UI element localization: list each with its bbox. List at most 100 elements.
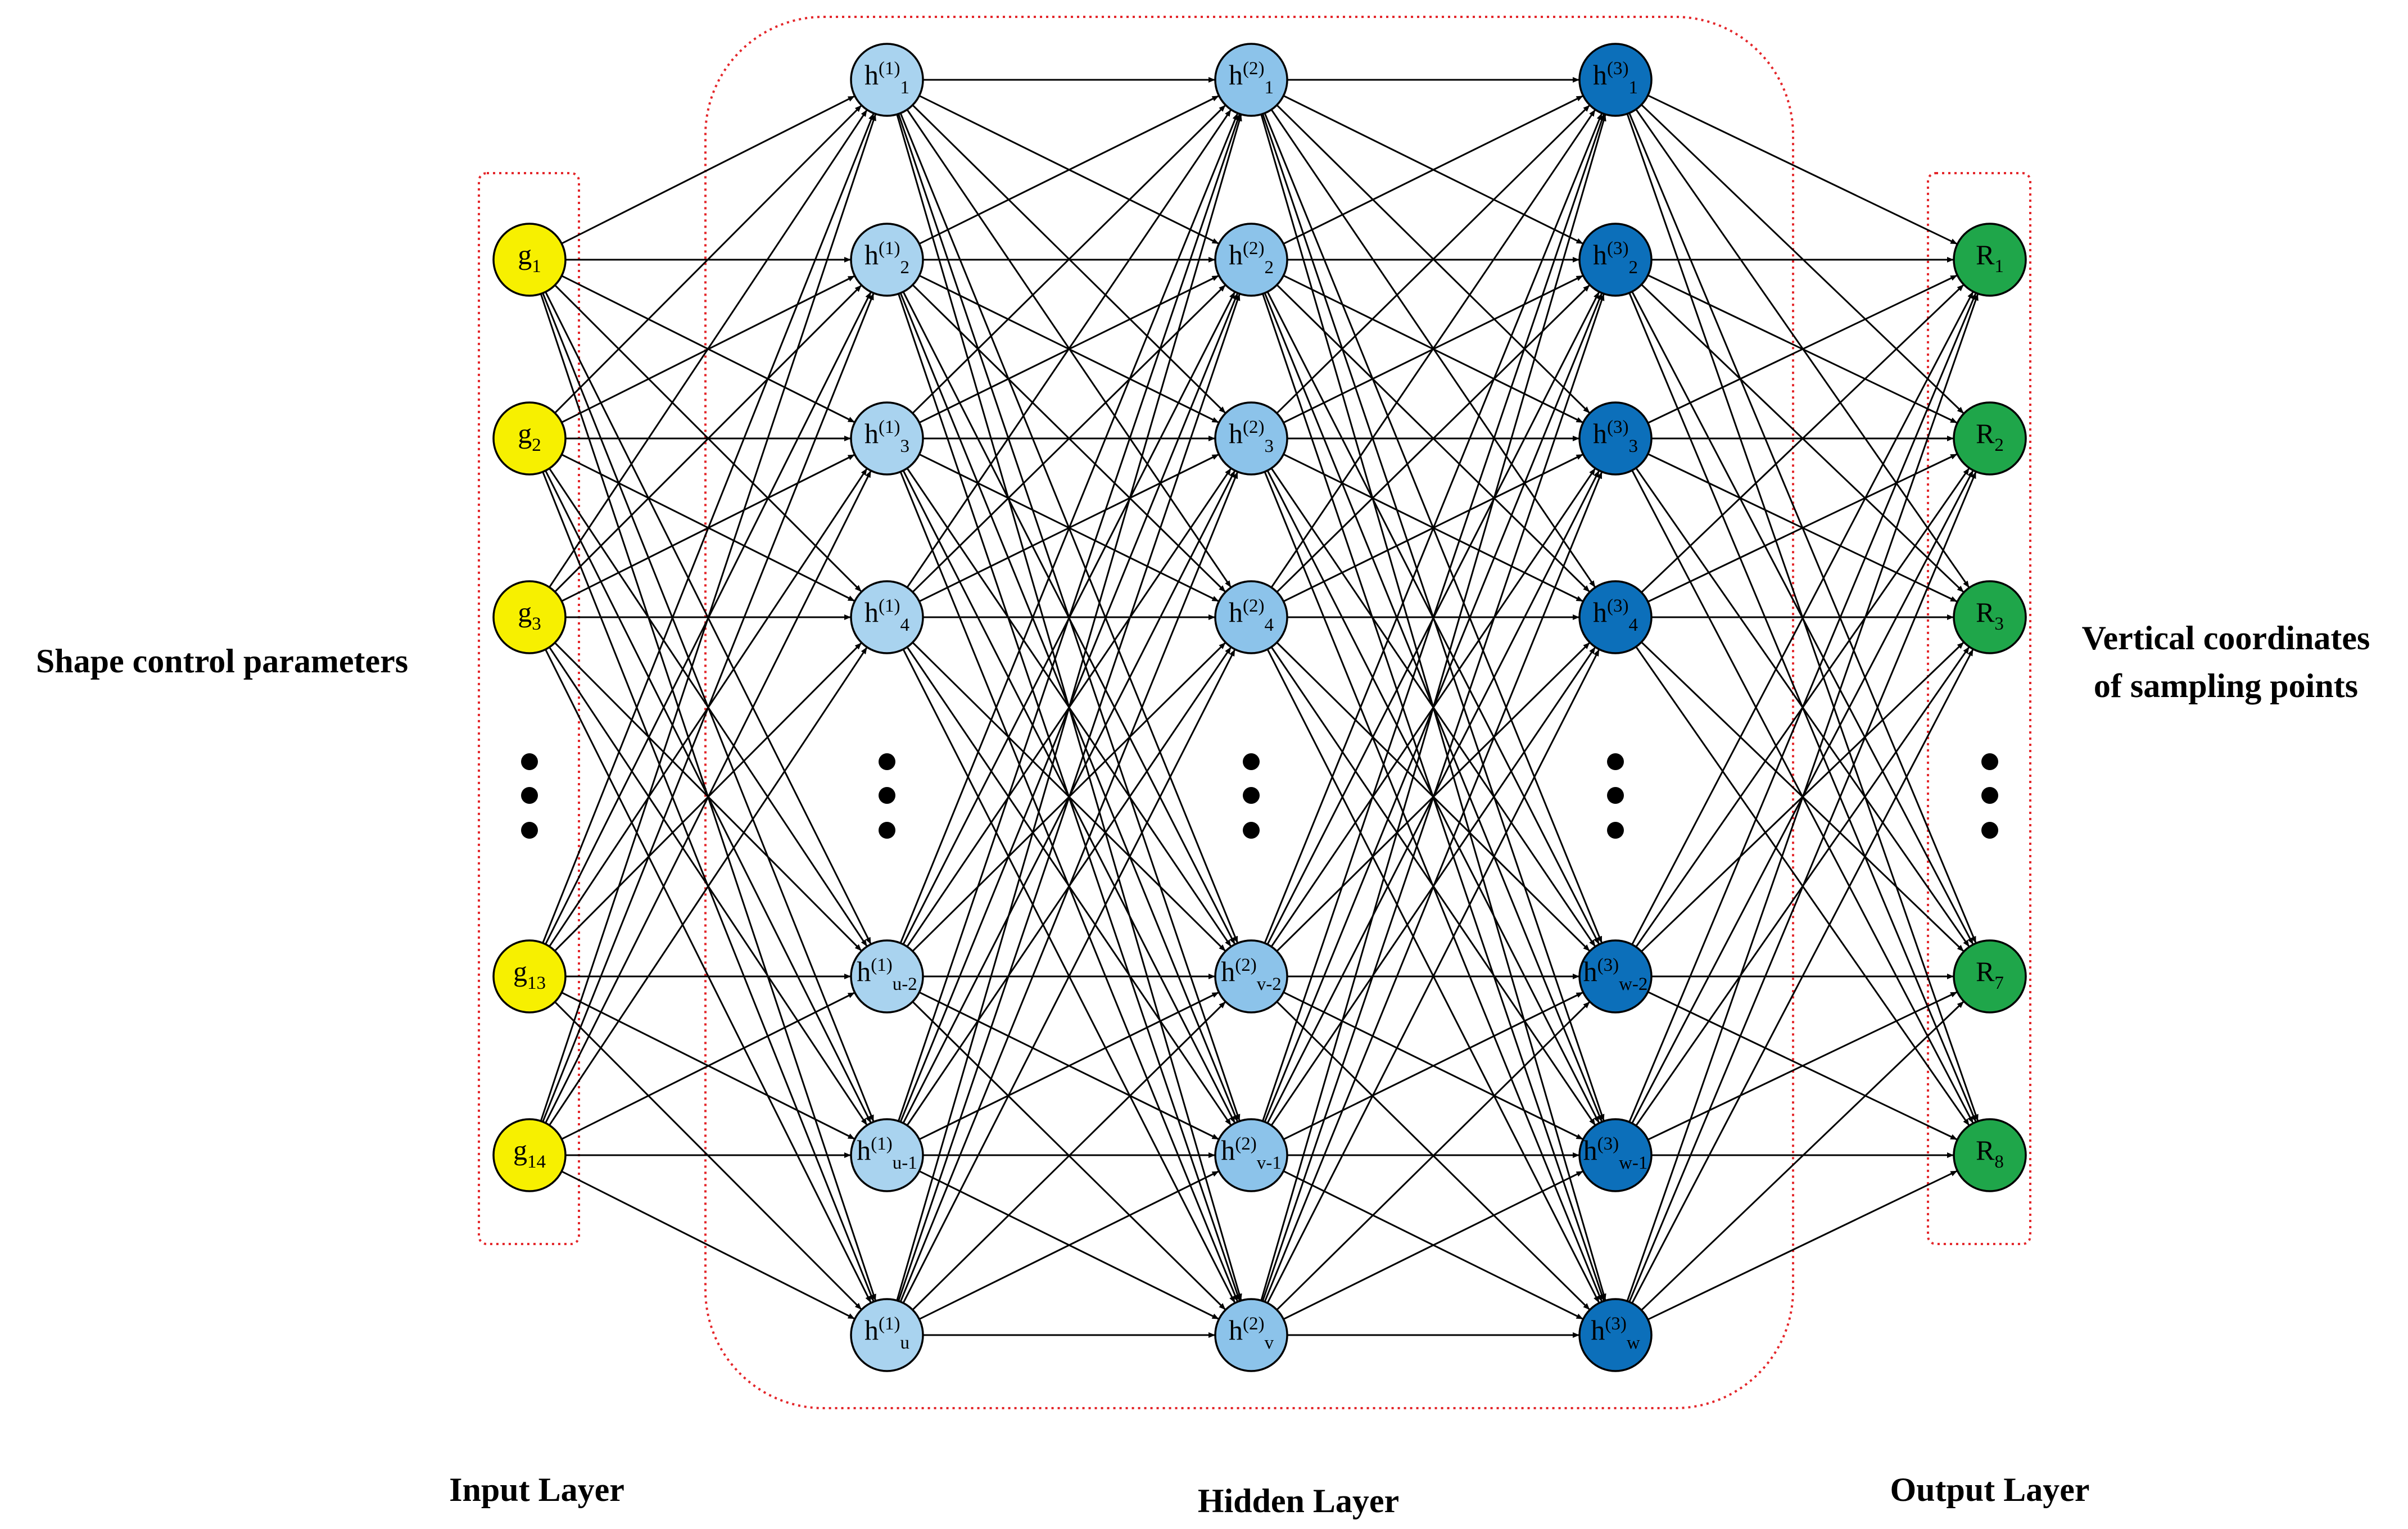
node-circle-input-5: [492, 1118, 567, 1192]
node-label-input-1: g2: [518, 418, 541, 455]
node-circle-hidden3-7: [1578, 1298, 1653, 1372]
output-description-line1: Vertical coordinates: [2082, 619, 2370, 657]
edge-hidden2-2-to-hidden3-0: [1276, 105, 1590, 414]
ellipsis-dot-hidden3-1: [1607, 787, 1624, 804]
edge-hidden1-1-to-hidden2-0: [918, 95, 1219, 245]
edge-input-4-to-hidden1-6: [561, 1170, 855, 1320]
edge-hidden2-5-to-hidden3-4: [1283, 992, 1583, 1141]
ellipsis-dot-hidden2-0: [1243, 753, 1260, 770]
node-circle-hidden2-2: [1214, 401, 1288, 476]
edge-hidden2-3-to-hidden3-0: [1270, 109, 1596, 588]
edge-hidden2-5-to-hidden3-0: [1262, 114, 1605, 1121]
node-input-4: g13: [492, 939, 567, 1014]
edge-hidden3-2-to-output-0: [1647, 274, 1958, 424]
node-circle-hidden1-6: [850, 1118, 924, 1192]
edge-input-0-to-hidden1-0: [561, 95, 855, 245]
edge-hidden1-6-to-hidden2-5: [918, 1170, 1219, 1320]
edge-hidden1-4-to-hidden2-0: [899, 113, 1238, 944]
node-label-hidden2-1: h(2)2: [1229, 238, 1274, 278]
node-input-0: g1: [492, 223, 567, 297]
edge-hidden2-3-to-hidden3-1: [1276, 284, 1590, 593]
layer-nodes: g1g2g3g13g14h(1)1h(1)2h(1)3h(1)4h(1)u-2h…: [492, 43, 2027, 1372]
node-hidden2-1: h(2)2: [1214, 223, 1288, 297]
node-circle-hidden1-2: [850, 401, 924, 476]
node-circle-hidden1-0: [850, 43, 924, 117]
ellipsis-dot-input-1: [521, 787, 538, 804]
node-circle-hidden1-5: [850, 939, 924, 1014]
node-hidden1-1: h(1)2: [850, 223, 924, 297]
node-hidden2-5: h(2)v-2: [1214, 939, 1288, 1014]
node-hidden1-0: h(1)1: [850, 43, 924, 117]
node-circle-input-2: [492, 580, 567, 654]
node-input-5: g14: [492, 1118, 567, 1192]
node-label-hidden1-3: h(1)4: [864, 596, 909, 635]
node-label-hidden2-7: h(2)v: [1229, 1314, 1274, 1353]
edge-hidden2-6-to-hidden3-5: [1283, 1170, 1583, 1320]
node-label-hidden3-1: h(3)2: [1593, 238, 1638, 278]
node-circle-hidden3-3: [1578, 580, 1653, 654]
node-label-output-5: R8: [1976, 1134, 2004, 1172]
node-label-input-2: g3: [518, 596, 541, 634]
edge-hidden3-5-to-output-0: [1628, 293, 1977, 1123]
node-output-5: R8: [1953, 1118, 2027, 1192]
edge-input-2-to-hidden1-0: [549, 110, 868, 588]
node-label-hidden2-6: h(2)v-1: [1221, 1134, 1281, 1173]
edge-input-2-to-hidden1-1: [554, 284, 862, 592]
hidden-layer-label: Hidden Layer: [1198, 1482, 1399, 1519]
edge-hidden1-6-to-hidden2-1: [898, 293, 1241, 1301]
node-label-hidden1-6: h(1)u-1: [857, 1134, 917, 1173]
ellipsis-dot-hidden3-0: [1607, 753, 1624, 770]
node-circle-hidden2-6: [1214, 1118, 1288, 1192]
ellipsis-dot-input-2: [521, 822, 538, 839]
node-hidden1-5: h(1)u-2: [850, 939, 924, 1014]
edge-hidden1-5-to-hidden2-4: [918, 992, 1219, 1141]
edge-hidden3-6-to-output-1: [1628, 472, 1977, 1302]
input-layer-box: [478, 172, 580, 1245]
node-label-output-0: R1: [1976, 239, 2004, 277]
output-description-line2: of sampling points: [2094, 667, 2358, 704]
output-layer-box: [1927, 172, 2031, 1245]
edge-hidden1-3-to-hidden2-0: [906, 109, 1232, 588]
edge-hidden3-6-to-output-4: [1647, 1170, 1958, 1320]
node-label-hidden2-3: h(2)4: [1229, 596, 1274, 635]
edge-hidden2-6-to-hidden3-0: [1260, 114, 1606, 1301]
node-circle-hidden3-0: [1578, 43, 1653, 117]
edge-hidden3-4-to-output-0: [1631, 291, 1974, 945]
node-circle-output-2: [1953, 580, 2027, 654]
edge-hidden2-6-to-hidden3-1: [1262, 293, 1605, 1301]
node-circle-hidden3-5: [1578, 939, 1653, 1014]
node-label-input-0: g1: [518, 239, 541, 277]
edge-input-4-to-hidden1-0: [540, 114, 876, 1121]
node-label-hidden1-7: h(1)u: [864, 1314, 909, 1353]
node-circle-output-0: [1953, 223, 2027, 297]
node-circle-hidden1-1: [850, 223, 924, 297]
node-circle-hidden3-1: [1578, 223, 1653, 297]
node-label-hidden3-6: h(3)w-1: [1583, 1134, 1648, 1173]
edge-hidden2-6-to-hidden3-2: [1264, 472, 1603, 1302]
ellipsis-dot-hidden2-2: [1243, 822, 1260, 839]
node-circle-hidden2-1: [1214, 223, 1288, 297]
node-hidden3-5: h(3)w-2: [1578, 939, 1653, 1014]
node-circle-input-1: [492, 401, 567, 476]
node-circle-hidden3-2: [1578, 401, 1653, 476]
node-hidden3-0: h(3)1: [1578, 43, 1653, 117]
node-output-2: R3: [1953, 580, 2027, 654]
node-circle-hidden3-6: [1578, 1118, 1653, 1192]
node-label-input-5: g14: [513, 1134, 546, 1172]
node-circle-hidden2-3: [1214, 580, 1288, 654]
ellipsis-dot-output-1: [1981, 787, 1998, 804]
node-label-output-4: R7: [1976, 956, 2004, 993]
edge-hidden1-6-to-hidden2-3: [902, 649, 1235, 1304]
ellipsis-dot-hidden1-2: [879, 822, 895, 839]
edge-hidden3-6-to-output-3: [1641, 1001, 1965, 1311]
node-hidden1-6: h(1)u-1: [850, 1118, 924, 1192]
node-circle-hidden1-3: [850, 580, 924, 654]
edge-hidden3-6-to-output-2: [1631, 649, 1974, 1304]
edge-hidden3-3-to-output-1: [1647, 453, 1958, 603]
node-hidden1-3: h(1)4: [850, 580, 924, 654]
node-input-1: g2: [492, 401, 567, 476]
node-circle-hidden2-5: [1214, 939, 1288, 1014]
ellipsis-dot-hidden3-2: [1607, 822, 1624, 839]
node-label-output-1: R2: [1976, 418, 2004, 455]
